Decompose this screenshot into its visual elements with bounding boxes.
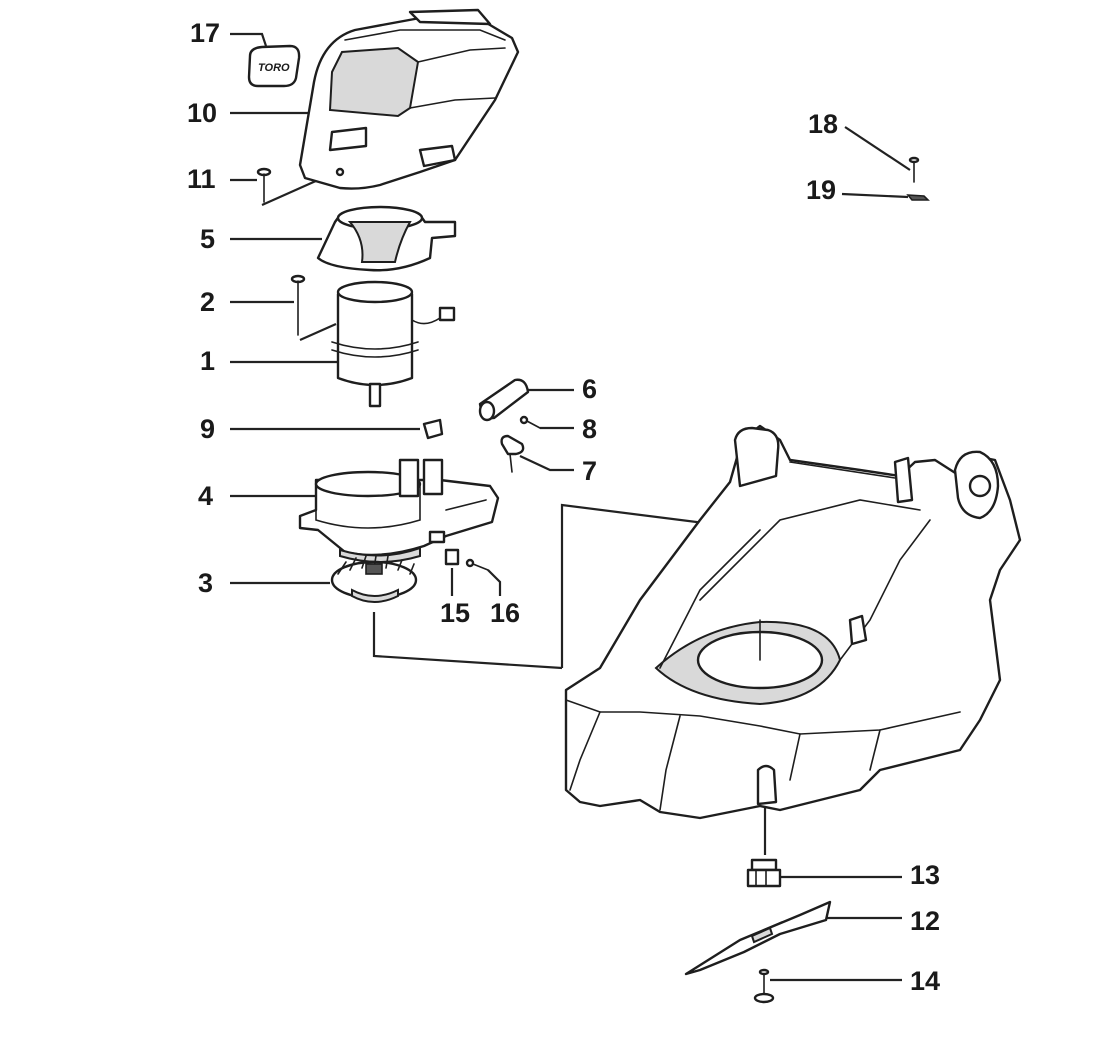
leader-18 [844, 126, 911, 171]
leader-17 [230, 32, 268, 47]
blade-12 [684, 900, 832, 976]
screw-18 [908, 156, 920, 183]
label-7: 7 [582, 456, 597, 486]
assembly-line-fan [372, 612, 563, 670]
nut-15 [444, 548, 460, 566]
part-labels: 17 10 11 5 2 1 9 4 3 6 8 7 15 16 18 19 1… [187, 18, 940, 996]
decal-logo-text: TORO [258, 62, 290, 74]
screw-11 [256, 167, 272, 203]
label-6: 6 [582, 374, 597, 404]
clip-9 [422, 418, 444, 440]
leader-lines [230, 32, 911, 982]
decal-17: TORO [247, 44, 301, 88]
motor-cover-10 [298, 8, 520, 190]
fan-housing-4 [298, 458, 500, 563]
label-17: 17 [190, 18, 220, 48]
motor-shroud-5 [316, 205, 457, 272]
leader-16 [487, 569, 502, 596]
label-18: 18 [808, 109, 838, 139]
blade-bolt-14 [753, 968, 775, 1004]
clamp-7 [500, 434, 525, 473]
label-11: 11 [187, 164, 216, 194]
label-1: 1 [200, 346, 215, 376]
fan-3 [330, 555, 418, 603]
mower-deck [564, 424, 1022, 820]
label-5: 5 [200, 224, 215, 254]
label-10: 10 [187, 98, 217, 128]
label-16: 16 [490, 598, 520, 628]
blade-adapter-13 [746, 858, 782, 888]
label-3: 3 [198, 568, 213, 598]
label-12: 12 [910, 906, 940, 936]
label-4: 4 [198, 481, 213, 511]
label-13: 13 [910, 860, 940, 890]
leader-19 [841, 192, 909, 199]
washer-19 [906, 194, 930, 201]
leader-7 [519, 455, 574, 472]
label-9: 9 [200, 414, 215, 444]
label-15: 15 [440, 598, 470, 628]
label-19: 19 [806, 175, 836, 205]
screw-8 [519, 415, 541, 429]
screw-2 [290, 274, 306, 336]
label-8: 8 [582, 414, 597, 444]
label-14: 14 [910, 966, 940, 996]
screw-16 [465, 558, 489, 571]
motor-1 [331, 280, 456, 408]
label-2: 2 [200, 287, 215, 317]
leader-2-to-motor [299, 322, 337, 342]
sleeve-6 [478, 378, 530, 422]
